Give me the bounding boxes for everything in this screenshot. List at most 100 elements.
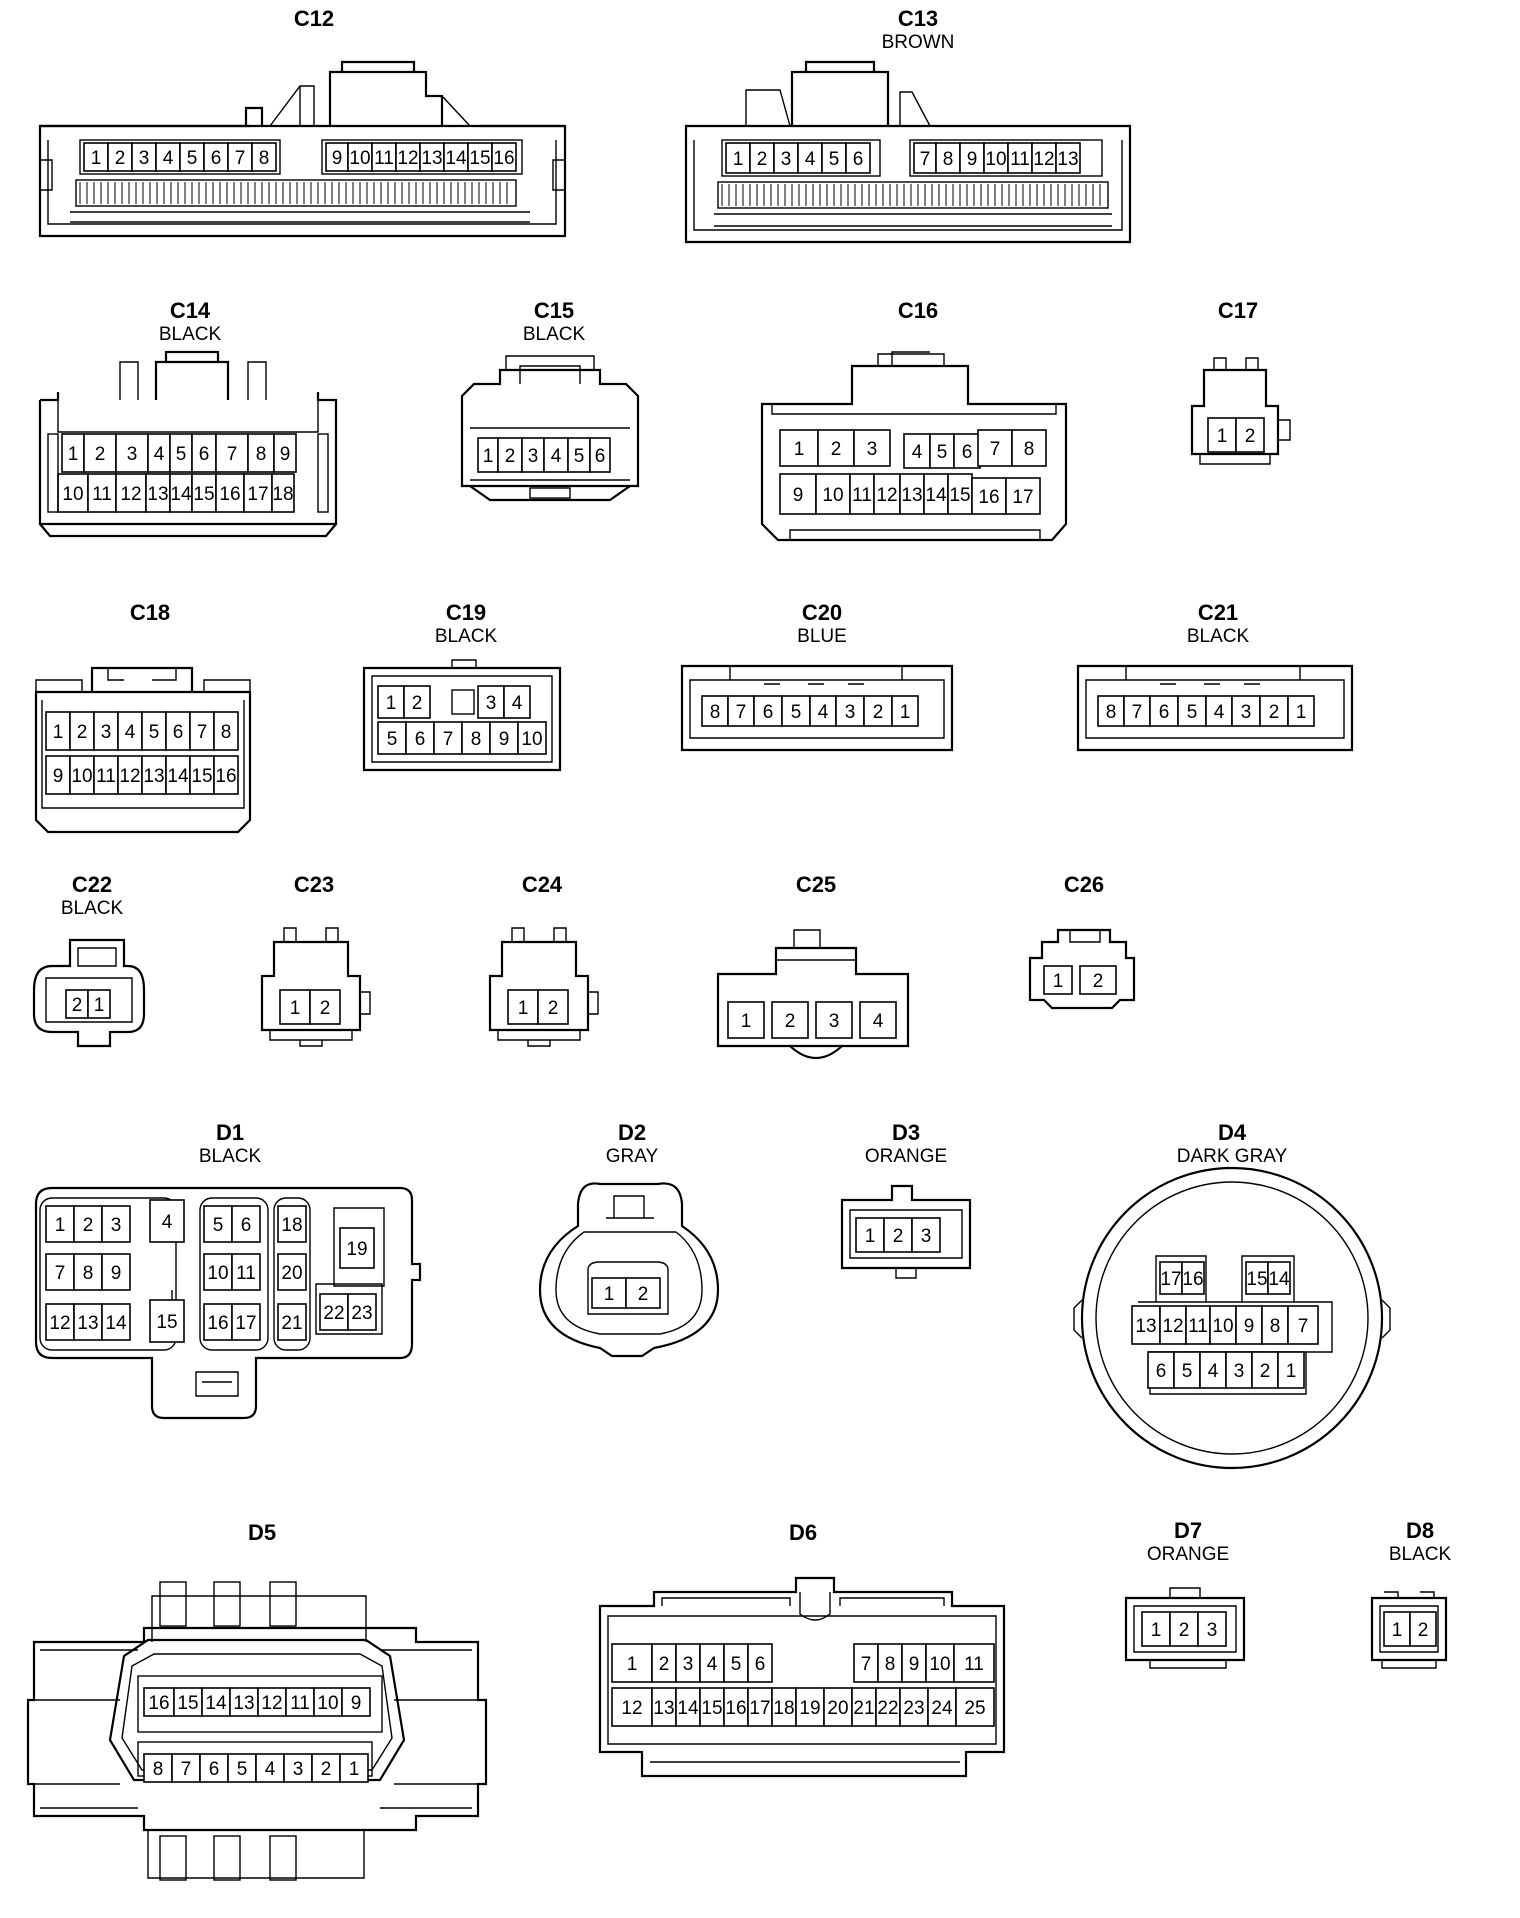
pin-cell — [853, 1643, 879, 1683]
pin-label: 3 — [486, 693, 497, 714]
pin-label: 1 — [91, 148, 102, 169]
pin-label: 20 — [281, 1263, 302, 1284]
pin-cell — [489, 721, 519, 755]
pin-cell — [101, 1205, 131, 1243]
connector-outline — [199, 1197, 269, 1351]
pin-label: 2 — [1093, 971, 1104, 992]
pin-cell — [93, 755, 119, 795]
pin-label: 2 — [72, 995, 83, 1016]
pin-label: 12 — [876, 485, 897, 506]
pin-label: 17 — [749, 1698, 770, 1719]
pin-cell — [883, 1217, 913, 1253]
connector-outline — [717, 181, 1109, 209]
pin-cell — [1235, 417, 1265, 453]
connector-outline — [1073, 1299, 1391, 1339]
pin-cell — [283, 1753, 313, 1783]
connector-outline — [41, 700, 245, 809]
pin-label: 3 — [845, 702, 856, 723]
connector-color-label: BLACK — [159, 324, 222, 345]
pin-cell — [165, 711, 191, 751]
pin-label: 16 — [148, 1693, 169, 1714]
connector-outline — [1213, 357, 1259, 370]
pin-label: 5 — [187, 148, 198, 169]
connector-outline — [684, 124, 1132, 244]
connector-id-label: D5 — [248, 1520, 276, 1545]
pin-label: 6 — [755, 1654, 766, 1675]
connector-outline — [661, 1597, 945, 1606]
connector-outline — [32, 938, 146, 1048]
connector-outline — [1199, 454, 1271, 465]
pin-cell — [651, 1687, 677, 1727]
pin-label: 5 — [237, 1759, 248, 1780]
connector-id-label: C14 — [170, 298, 211, 323]
connector-outline — [519, 365, 581, 384]
pin-cell — [311, 1753, 341, 1783]
pin-label: 3 — [781, 149, 792, 170]
pin-label: 5 — [791, 702, 802, 723]
connector-outline — [1149, 1660, 1227, 1669]
pin-label: 4 — [154, 444, 165, 465]
pin-cell — [377, 721, 407, 755]
pin-label: 4 — [1214, 702, 1225, 723]
connector-id-label: D8 — [1406, 1518, 1434, 1543]
pin-label: 4 — [163, 148, 174, 169]
pin-label: 4 — [707, 1654, 718, 1675]
connector-outline — [328, 70, 444, 126]
pin-cell — [231, 1303, 261, 1341]
pin-cell — [117, 755, 143, 795]
pin-label: 10 — [822, 485, 843, 506]
connector-outline — [606, 1195, 654, 1219]
pin-cell — [849, 473, 875, 515]
connector-outline — [269, 1581, 297, 1627]
connector-outline — [588, 991, 599, 1015]
pin-label: 1 — [604, 1284, 615, 1305]
pin-label: 12 — [1162, 1316, 1183, 1337]
pin-cell — [901, 1643, 927, 1683]
pin-cell — [903, 433, 931, 469]
pin-label: 1 — [1053, 971, 1064, 992]
pin-cell — [1287, 1305, 1319, 1345]
pin-label: 5 — [731, 1654, 742, 1675]
pin-label: 8 — [1270, 1316, 1281, 1337]
connector-outline — [1069, 930, 1101, 943]
pin-cell — [701, 695, 729, 727]
pin-label: 5 — [176, 444, 187, 465]
connector-outline — [213, 1581, 241, 1627]
pin-label: 6 — [853, 149, 864, 170]
pin-label: 13 — [147, 484, 168, 505]
pin-label: 3 — [1241, 702, 1252, 723]
pin-cell — [215, 433, 249, 473]
pin-label: 15 — [469, 148, 490, 169]
connector-id-label: C18 — [130, 600, 170, 625]
pin-cell — [1409, 1611, 1437, 1647]
pin-cell — [1079, 965, 1117, 995]
pin-cell — [1231, 695, 1261, 727]
connector-outline — [57, 392, 319, 433]
pin-label: 10 — [1212, 1316, 1233, 1337]
connector-outline — [299, 1040, 323, 1047]
pin-label: 25 — [964, 1698, 985, 1719]
pin-cell — [1287, 695, 1315, 727]
connector-outline — [529, 487, 571, 499]
pin-cell — [753, 695, 783, 727]
pin-label: 17 — [1160, 1269, 1181, 1290]
pin-label: 2 — [893, 1226, 904, 1247]
pin-label: 21 — [853, 1698, 874, 1719]
pin-cell — [1097, 695, 1125, 727]
connector-color-label: BLUE — [797, 626, 847, 647]
connector-outline — [213, 1835, 241, 1881]
pin-label: 17 — [1012, 487, 1033, 508]
pin-cell — [1043, 965, 1073, 995]
pin-cell — [491, 142, 517, 172]
pin-label: 9 — [967, 149, 978, 170]
connector-id-label: D4 — [1218, 1120, 1247, 1145]
connector-outline — [1124, 1596, 1246, 1662]
pin-label: 10 — [207, 1263, 228, 1284]
pin-cell — [1277, 1351, 1305, 1389]
